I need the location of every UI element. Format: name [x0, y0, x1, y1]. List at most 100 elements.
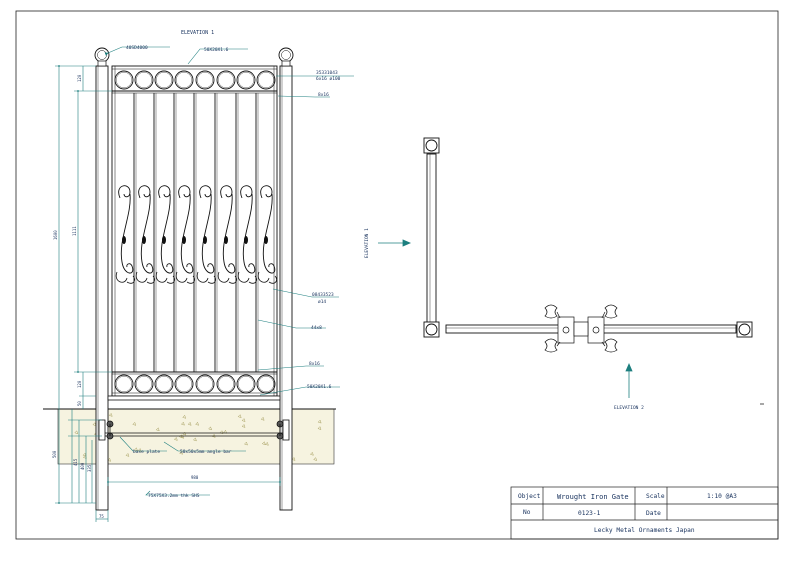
title-block: [510, 486, 779, 540]
dim-footing-b: 400: [80, 462, 85, 470]
ornament-ring: [256, 70, 276, 90]
concrete-speck: [261, 441, 266, 446]
concrete-speck: [187, 421, 192, 426]
dim-footing-depth: 500: [52, 450, 57, 458]
ornament-ring: [236, 70, 256, 90]
callout-base-plate: base plate: [133, 449, 160, 455]
concrete-speck: [182, 414, 187, 419]
elevation-1-side-label: ELEVATION 1: [364, 228, 370, 258]
ornament-ring-inner: [176, 376, 192, 392]
title-date-label: Date: [646, 510, 661, 517]
ornament-ring-inner: [156, 72, 172, 88]
concrete-speck: [92, 422, 97, 427]
scroll-tail: [257, 271, 277, 284]
dim-bottom-band: 120: [77, 380, 82, 388]
callout-angle-bar: 50x50x5mm angle bar: [180, 449, 232, 455]
scroll-ornament: [178, 185, 194, 274]
concrete-speck: [133, 447, 138, 452]
concrete-speck: [241, 418, 246, 422]
concrete-speck: [195, 421, 200, 426]
view-arrows: [378, 239, 633, 398]
dim-top-band: 120: [77, 74, 82, 82]
dimension-ticks: [58, 65, 281, 504]
scroll-collar: [203, 236, 207, 244]
dim-footing-c: 335: [87, 464, 92, 472]
dim-footing-a: 415: [73, 458, 78, 466]
ornament-ring-inner: [116, 376, 132, 392]
ornament-ring: [114, 374, 134, 394]
ornament-ring: [114, 70, 134, 90]
callout-bar-bottom: 8x16: [309, 361, 320, 367]
concrete-speck: [260, 416, 265, 421]
ornament-ring: [216, 374, 236, 394]
plan-latch-hardware: [544, 304, 618, 353]
concrete-speck: [317, 426, 322, 430]
ornament-ring-inner: [197, 376, 213, 392]
ornament-ring-inner: [218, 376, 234, 392]
concrete-speck: [313, 457, 318, 461]
sheet-border: [15, 10, 779, 540]
concrete-speck: [237, 414, 242, 419]
scroll-ornament: [118, 185, 134, 274]
scroll-ornament: [220, 185, 236, 274]
title-company: Lecky Metal Ornaments Japan: [594, 527, 695, 534]
callout-top-rail: 50X20X1.6: [204, 47, 229, 53]
title-scale-value: 1:10 @A3: [707, 493, 737, 500]
plan-post-top: [423, 137, 440, 154]
bottom-rail: [107, 395, 281, 401]
ornament-ring-inner: [156, 376, 172, 392]
ornament-ring-inner: [238, 72, 254, 88]
concrete-speck: [180, 421, 185, 426]
concrete-speck: [108, 412, 113, 417]
dim-infill-height: 1111: [72, 226, 77, 236]
scroll-collar: [162, 236, 166, 244]
ornament-ring-inner: [136, 376, 152, 392]
scroll-tail: [217, 271, 237, 284]
scroll-tail: [155, 271, 175, 284]
ornament-ring-inner: [238, 376, 254, 392]
scroll-collar: [244, 236, 248, 244]
title-scale-label: Scale: [646, 493, 665, 500]
ornament-ring: [195, 70, 215, 90]
title-object-label: Object: [518, 493, 541, 500]
ornament-ring: [174, 70, 194, 90]
concrete-speck: [179, 450, 184, 455]
right-ball-finial: [278, 47, 294, 67]
concrete-speck: [309, 451, 314, 456]
scroll-ornament: [138, 185, 154, 274]
base-plate-assembly: [98, 419, 290, 441]
callout-scroll-code: 08433523: [312, 292, 334, 298]
pickets: [133, 93, 259, 372]
title-no-label: No: [523, 509, 531, 516]
ornament-ring: [195, 374, 215, 394]
ornament-ring: [236, 374, 256, 394]
ornament-ring: [174, 374, 194, 394]
scroll-collar: [264, 236, 268, 244]
scroll-tail: [175, 271, 195, 284]
concrete-speck: [208, 426, 213, 431]
dim-gate-width: 980: [191, 475, 199, 480]
scroll-ornament: [240, 185, 256, 274]
concrete-speck: [82, 452, 87, 457]
ornament-ring: [134, 70, 154, 90]
dim-rail-gap: 50: [77, 401, 82, 406]
ornament-ring-inner: [258, 72, 274, 88]
concrete-speck: [192, 437, 197, 442]
scroll-collar: [122, 236, 126, 244]
ornament-ring-inner: [197, 72, 213, 88]
dim-post-width: 75: [99, 514, 104, 519]
concrete-speck: [125, 452, 130, 457]
ornament-ring-inner: [116, 72, 132, 88]
scroll-collar: [182, 236, 186, 244]
elevation-2-label: ELEVATION 2: [614, 405, 644, 411]
concrete-speck: [241, 424, 246, 428]
ornament-ring-inner: [176, 72, 192, 88]
scroll-ornament: [260, 185, 276, 274]
scroll-collar: [224, 236, 228, 244]
scroll-tail: [115, 271, 135, 284]
callout-post: 75X75X3.2mm thk SHS: [148, 493, 200, 499]
callout-picket: 44x8: [311, 325, 322, 331]
ornament-ring-inner: [136, 72, 152, 88]
callout-ball: 40SD4000: [126, 45, 148, 51]
